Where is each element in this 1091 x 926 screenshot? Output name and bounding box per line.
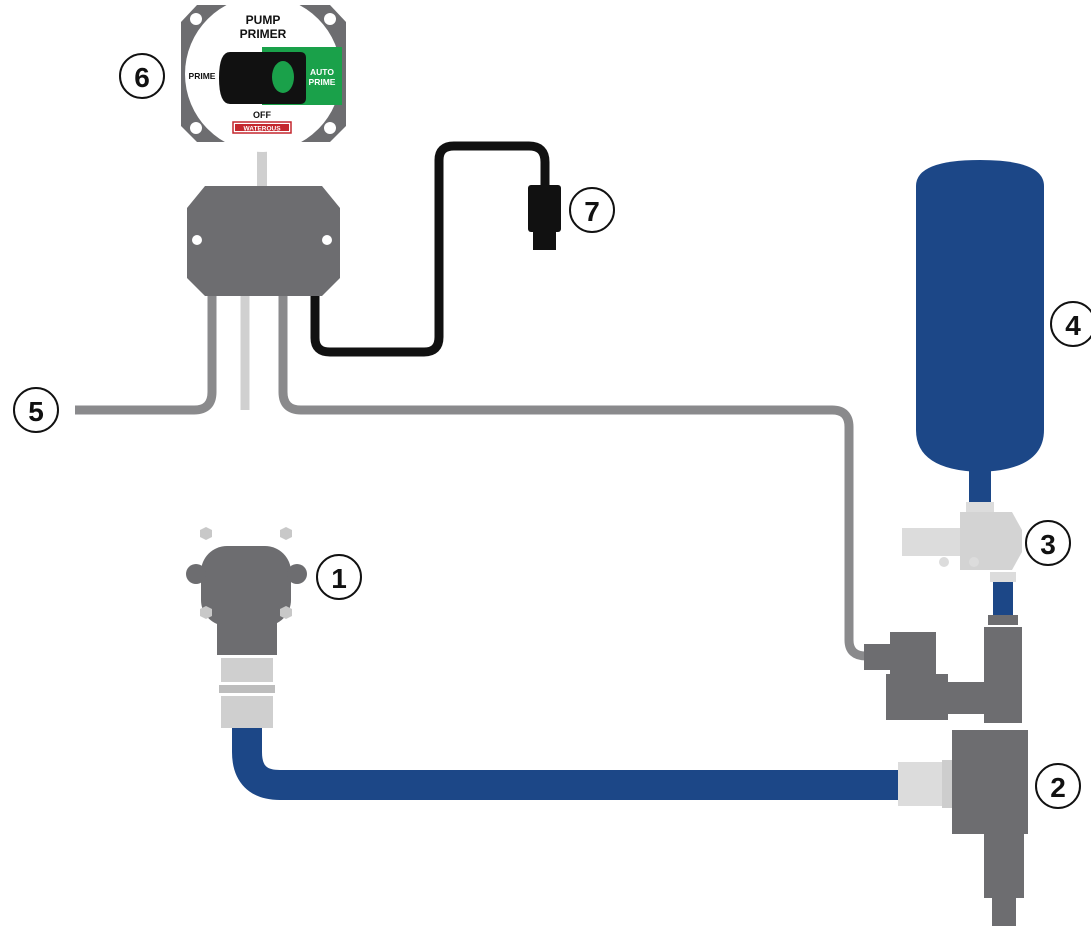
callout-1: 1 [316, 554, 362, 600]
callout-1-number: 1 [331, 563, 347, 594]
callout-4: 4 [1050, 301, 1091, 347]
tube-line-to-fitting [278, 290, 880, 661]
tee-fitting [898, 730, 1028, 926]
reservoir-tank [916, 160, 1044, 504]
electrical-cable [310, 141, 550, 357]
callout-7: 7 [569, 187, 615, 233]
check-valve [902, 502, 1022, 616]
brand-label: WATEROUS [243, 126, 281, 133]
callout-3-number: 3 [1040, 529, 1056, 560]
callout-6-number: 6 [134, 62, 150, 93]
electrical-connector [528, 185, 561, 250]
primer-valve-box [187, 186, 340, 296]
knob-indicator [272, 61, 294, 93]
callout-2: 2 [1035, 763, 1081, 809]
callout-5-number: 5 [28, 396, 44, 427]
off-label: OFF [253, 110, 271, 120]
priming-pump [186, 527, 307, 728]
tube-line-5 [75, 290, 217, 415]
callout-3: 3 [1025, 520, 1071, 566]
callout-5: 5 [13, 387, 59, 433]
fitting-assembly [864, 615, 1022, 723]
pump-primer-panel: PUMP PRIMER PRIME AUTO PRIME OFF WATEROU… [181, 0, 346, 152]
callout-6: 6 [119, 53, 165, 99]
blue-hose [232, 725, 905, 800]
callout-7-number: 7 [584, 196, 600, 227]
auto-label-line2: PRIME [309, 77, 336, 87]
prime-label: PRIME [189, 71, 216, 81]
panel-stem [257, 140, 267, 186]
auto-label-line1: AUTO [310, 67, 334, 77]
callout-4-number: 4 [1065, 310, 1081, 341]
panel-title-line1: PUMP [246, 13, 281, 27]
callout-2-number: 2 [1050, 772, 1066, 803]
panel-title-line2: PRIMER [240, 27, 287, 41]
